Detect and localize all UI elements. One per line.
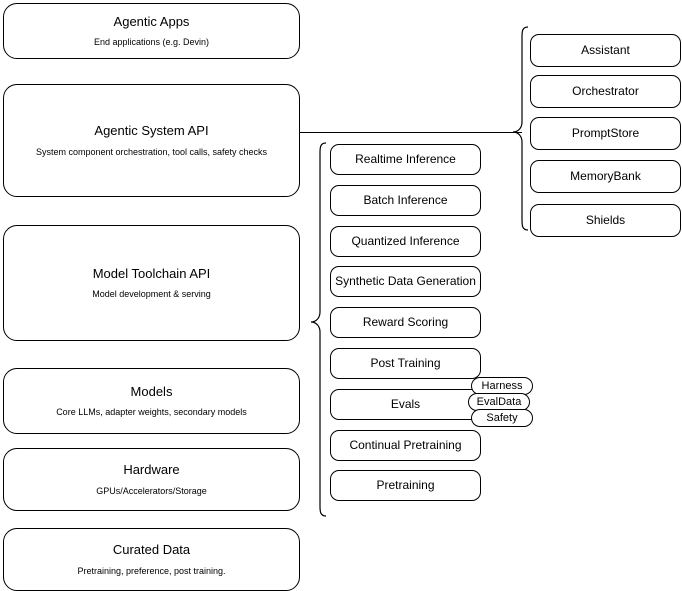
layer-box-agentic-apps[interactable]: Agentic Apps End applications (e.g. Devi… (3, 3, 300, 59)
capability-label-post-training: Post Training (370, 356, 441, 370)
layer-title-models: Models (130, 383, 173, 399)
capability-box-realtime-inference[interactable]: Realtime Inference (330, 144, 481, 175)
eval-label-safety: Safety (486, 412, 518, 424)
layer-subtitle-model-toolchain-api: Model development & serving (92, 289, 211, 299)
eval-label-harness: Harness (481, 380, 523, 392)
component-box-shields[interactable]: Shields (530, 204, 681, 237)
capability-label-realtime-inference: Realtime Inference (355, 152, 456, 166)
layer-box-models[interactable]: Models Core LLMs, adapter weights, secon… (3, 368, 300, 434)
capability-box-evals[interactable]: Evals (330, 389, 481, 420)
brace-model-toolchain-capabilities (310, 142, 327, 517)
capability-label-batch-inference: Batch Inference (363, 193, 448, 207)
capability-box-post-training[interactable]: Post Training (330, 348, 481, 379)
capability-box-reward-scoring[interactable]: Reward Scoring (330, 307, 481, 338)
component-label-promptstore: PromptStore (571, 126, 640, 140)
component-label-assistant: Assistant (581, 43, 630, 57)
capability-label-synthetic-data-generation: Synthetic Data Generation (335, 274, 476, 288)
layer-title-model-toolchain-api: Model Toolchain API (92, 265, 211, 281)
layer-subtitle-models: Core LLMs, adapter weights, secondary mo… (56, 407, 247, 417)
eval-label-evaldata: EvalData (476, 396, 522, 408)
capability-box-pretraining[interactable]: Pretraining (330, 470, 481, 501)
connector-agentic-system-api-to-components (300, 132, 522, 133)
capability-label-quantized-inference: Quantized Inference (351, 234, 460, 248)
capability-box-synthetic-data-generation[interactable]: Synthetic Data Generation (330, 266, 481, 297)
capability-label-evals: Evals (390, 397, 421, 411)
capability-label-pretraining: Pretraining (376, 478, 435, 492)
layer-title-agentic-system-api: Agentic System API (94, 123, 209, 139)
component-box-orchestrator[interactable]: Orchestrator (530, 75, 681, 108)
eval-pill-safety[interactable]: Safety (471, 409, 533, 427)
layer-box-agentic-system-api[interactable]: Agentic System API System component orch… (3, 84, 300, 197)
component-label-orchestrator: Orchestrator (572, 84, 639, 98)
component-label-shields: Shields (585, 213, 626, 227)
component-label-memorybank: MemoryBank (570, 169, 641, 183)
layer-subtitle-hardware: GPUs/Accelerators/Storage (96, 485, 207, 496)
layer-box-curated-data[interactable]: Curated Data Pretraining, preference, po… (3, 528, 300, 591)
eval-pill-evaldata[interactable]: EvalData (468, 393, 530, 411)
capability-box-continual-pretraining[interactable]: Continual Pretraining (330, 430, 481, 461)
capability-box-quantized-inference[interactable]: Quantized Inference (330, 226, 481, 257)
capability-box-batch-inference[interactable]: Batch Inference (330, 185, 481, 216)
capability-label-reward-scoring: Reward Scoring (362, 315, 449, 329)
layer-box-hardware[interactable]: Hardware GPUs/Accelerators/Storage (3, 448, 300, 511)
layer-subtitle-curated-data: Pretraining, preference, post training. (77, 565, 226, 576)
layer-subtitle-agentic-apps: End applications (e.g. Devin) (93, 37, 210, 47)
component-box-promptstore[interactable]: PromptStore (530, 117, 681, 150)
brace-agentic-system-components (512, 26, 529, 231)
layer-subtitle-agentic-system-api: System component orchestration, tool cal… (35, 146, 268, 157)
layer-title-curated-data: Curated Data (112, 542, 191, 558)
capability-label-continual-pretraining: Continual Pretraining (349, 438, 462, 452)
layer-title-agentic-apps: Agentic Apps (113, 13, 190, 29)
component-box-memorybank[interactable]: MemoryBank (530, 160, 681, 193)
layer-box-model-toolchain-api[interactable]: Model Toolchain API Model development & … (3, 225, 300, 341)
layer-title-hardware: Hardware (123, 462, 180, 478)
component-box-assistant[interactable]: Assistant (530, 34, 681, 67)
